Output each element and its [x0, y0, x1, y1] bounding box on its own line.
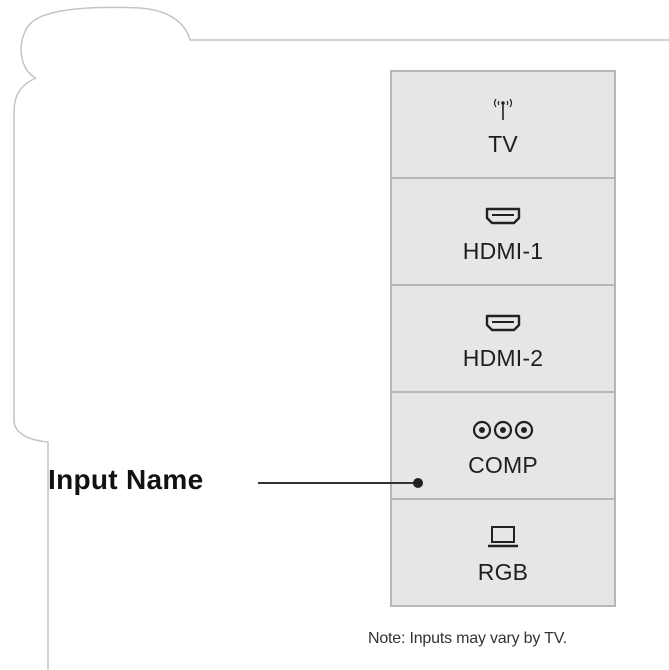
input-label-comp: COMP: [468, 451, 538, 478]
laptop-icon: [486, 520, 520, 554]
input-label-tv: TV: [488, 130, 518, 157]
input-label-rgb: RGB: [477, 558, 529, 585]
footnote: Note: Inputs may vary by TV.: [368, 630, 567, 647]
component-jacks-icon: [471, 413, 535, 447]
callout-leader-line: [258, 482, 418, 484]
callout-pointer-dot: [413, 478, 423, 488]
hdmi-port-icon: [483, 199, 523, 233]
callout-label: Input Name: [48, 464, 204, 495]
input-item-rgb[interactable]: RGB: [392, 500, 614, 605]
antenna-icon: [485, 92, 521, 126]
input-item-hdmi-1[interactable]: HDMI-1: [392, 179, 614, 286]
input-label-hdmi-2: HDMI-2: [462, 344, 544, 371]
input-item-hdmi-2[interactable]: HDMI-2: [392, 286, 614, 393]
input-item-tv[interactable]: TV: [392, 72, 614, 179]
input-list: TV HDMI-1 HDMI-2: [390, 70, 616, 607]
input-label-hdmi-1: HDMI-1: [462, 237, 544, 264]
hdmi-port-icon: [483, 306, 523, 340]
input-item-comp[interactable]: COMP: [392, 393, 614, 500]
